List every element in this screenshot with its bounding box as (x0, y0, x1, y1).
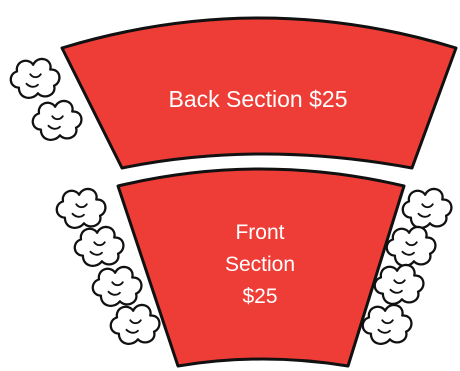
popcorn-kernel (363, 305, 412, 344)
back-section[interactable]: Back Section $25 (62, 18, 456, 168)
popcorn-kernel (111, 305, 160, 344)
popcorn-kernel (375, 265, 424, 304)
popcorn-kernel (75, 227, 124, 266)
front-section-label-line-2: Section (225, 253, 295, 276)
front-section-label-line-3: $25 (242, 285, 277, 308)
popcorn-kernel (387, 227, 436, 266)
popcorn-kernel (57, 189, 106, 228)
popcorn-kernel (403, 189, 452, 228)
front-section[interactable]: Front Section $25 (118, 169, 404, 366)
popcorn-kernel (11, 59, 60, 98)
popcorn-cluster-top-left (11, 59, 82, 140)
front-section-label-line-1: Front (235, 221, 284, 244)
back-section-label: Back Section $25 (168, 86, 347, 112)
popcorn-kernel (33, 101, 82, 140)
popcorn-kernel (93, 267, 142, 306)
